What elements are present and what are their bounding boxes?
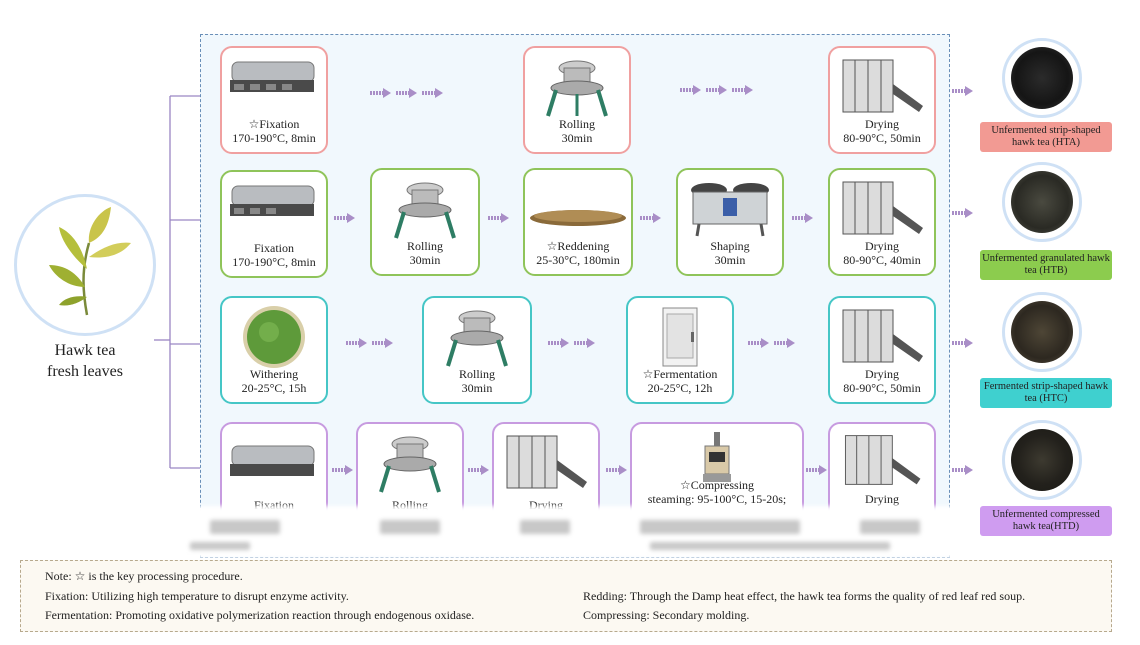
rolling-machine-icon [379,436,441,493]
output-arrow-htc [952,335,978,348]
flow-arrow [332,462,358,475]
step-box-htd-rolling: Rolling [356,422,464,522]
product-image-htc [1002,292,1082,372]
step-cond: 20-25°C, 12h [647,381,713,395]
step-name: Drying [865,239,899,253]
drying-machine-icon [844,435,921,485]
step-name: Drying [865,117,899,131]
step-name: Rolling [558,117,595,131]
product-image-htb [1002,162,1082,242]
product-image-htd [1002,420,1082,500]
rolling-machine-icon [546,60,608,117]
output-arrow-htb [952,205,978,218]
step-cond: 20-25°C, 15h [241,381,307,395]
product-label-hta: Unfermented strip-shaped hawk tea (HTA) [980,122,1112,152]
output-arrow-hta [952,83,978,96]
step-name: Fixation [253,241,294,255]
step-name: Shaping [710,239,750,253]
product-label-htb: Unfermented granulated hawk tea (HTB) [980,250,1112,280]
step-cond: 170-190°C, 8min [232,131,316,145]
step-cond: 170-190°C, 8min [232,255,316,269]
flow-arrow [468,462,494,475]
step-name: Withering [249,367,299,381]
flow-arrow [640,210,666,223]
rolling-machine-icon [446,310,508,367]
shaping-machine-icon [691,183,769,237]
obscured-region [170,506,960,558]
step-name: Drying [865,367,899,381]
step-cond: 30min [409,253,441,267]
flow-arrow [488,210,514,223]
product-label-htd: Unfermented compressed hawk tea(HTD) [980,506,1112,536]
withering-tray-icon [243,306,305,368]
product-label-htc: Fermented strip-shaped hawk tea (HTC) [980,378,1112,408]
note-key: Note: ☆ is the key processing procedure. [45,569,243,583]
flow-arrows [680,82,758,95]
note-fixation: Fixation: Utilizing high temperature to … [45,589,349,603]
step-name: Drying [865,492,899,506]
note-fermentation: Fermentation: Promoting oxidative polyme… [45,608,475,622]
drying-machine-icon [506,435,587,489]
flow-arrows [606,462,632,475]
output-arrow-htd [952,462,978,475]
drying-machine-icon [842,59,923,113]
step-name: ☆Compressing [679,478,755,492]
flow-arrow [792,210,818,223]
step-cond: 30min [561,131,593,145]
flow-arrows [748,335,800,348]
step-cond: 80-90°C, 40min [843,253,921,267]
flow-arrow [334,210,360,223]
flow-arrows [346,335,398,348]
rolling-machine-icon [394,182,456,239]
source-label-line2: fresh leaves [47,363,123,380]
drying-machine-icon [842,309,923,363]
reddening-tray-icon [530,210,626,226]
compressing-press-icon [703,432,731,482]
fresh-leaves-image [14,194,156,336]
flow-arrow [806,462,832,475]
source-label-line1: Hawk tea [54,342,116,359]
flow-arrows [548,335,600,348]
fermentation-cabinet-icon [662,307,698,367]
step-name: ☆Fermentation [642,367,718,381]
step-cond: 30min [714,253,746,267]
notes-box: Note: ☆ is the key processing procedure.… [20,560,1112,632]
step-name: Rolling [406,239,443,253]
step-box-htd-fixation: Fixation [220,422,328,522]
step-cond: 30min [461,381,493,395]
step-cond: 80-90°C, 50min [843,381,921,395]
fixation-machine-icon [230,61,315,92]
step-cond: 80-90°C, 50min [843,131,921,145]
step-cond: steaming: 95-100°C, 15-20s; [647,492,787,506]
step-name: ☆Reddening [546,239,610,253]
step-cond: 25-30°C, 180min [536,253,620,267]
tea-leaf-icon [49,207,131,316]
flow-arrows [370,85,448,98]
branch-connector [154,95,202,469]
drying-machine-icon [842,181,923,235]
fixation-machine-icon [230,185,315,216]
step-name: ☆Fixation [248,117,300,131]
fixation-machine-icon [230,445,315,476]
step-box-htd-drying: Drying [492,422,600,522]
product-image-hta [1002,38,1082,118]
note-compressing: Compressing: Secondary molding. [583,608,750,622]
note-redding: Redding: Through the Damp heat effect, t… [583,589,1026,603]
source-label: Hawk tea fresh leaves [20,340,150,382]
step-name: Rolling [458,367,495,381]
step-box-htd-drying-2: Drying [828,422,936,522]
